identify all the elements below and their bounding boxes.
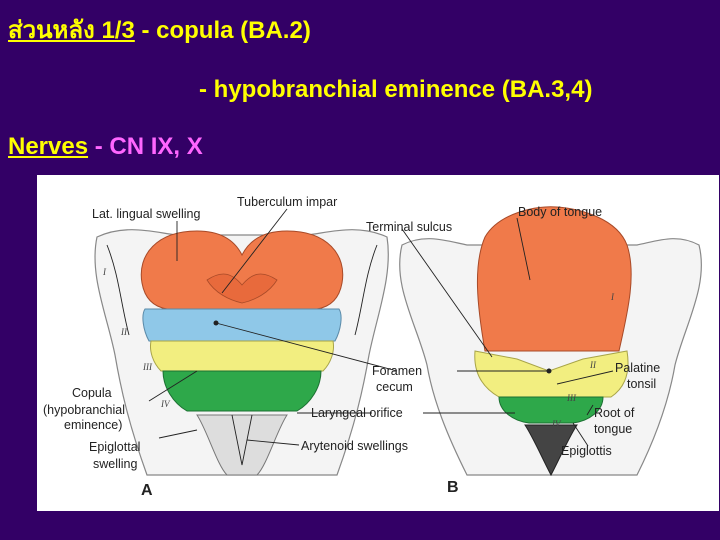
roman-3-a: III (142, 362, 153, 372)
label-copula: Copula (72, 386, 112, 400)
laryngeal-orifice-shape (231, 414, 253, 466)
label-lat-lingual-swelling: Lat. lingual swelling (92, 207, 200, 221)
panel-a-drawing (94, 229, 389, 476)
roman-2-a: II (120, 327, 128, 337)
label-eminence: eminence) (64, 418, 122, 432)
label-epiglottal: Epiglottal (89, 440, 140, 454)
line2-dash: - (199, 76, 214, 103)
label-tonsil: tonsil (627, 377, 656, 391)
label-laryngeal-orifice: Laryngeal orifice (311, 406, 403, 420)
label-body-of-tongue: Body of tongue (518, 205, 602, 219)
roman-4-a: IV (160, 399, 171, 409)
roman-4-b: IV (551, 419, 562, 429)
roman-1-a: I (102, 267, 107, 277)
tuberculum-impar-shape (206, 273, 278, 304)
panel-b-drawing (399, 206, 702, 477)
figure-svg: I II III IV I II III IV Lat. lingual swe… (43, 195, 702, 499)
panel-a-label: A (141, 482, 153, 499)
copula-text: copula (BA.2) (156, 17, 311, 44)
line1-dash: - (134, 17, 157, 44)
copula-shape (150, 340, 334, 372)
tongue-development-figure: I II III IV I II III IV Lat. lingual swe… (37, 175, 719, 511)
hypobranchial-text: hypobranchial eminence (BA.3,4) (213, 76, 593, 103)
label-arytenoid-swellings: Arytenoid swellings (301, 439, 408, 453)
root-of-tongue-shape (474, 350, 629, 398)
label-epiglottis: Epiglottis (561, 444, 612, 458)
blue-zone-shape (142, 308, 342, 342)
label-cecum: cecum (376, 380, 413, 394)
label-foramen: Foramen (372, 364, 422, 378)
body-of-tongue-shape (476, 206, 632, 352)
label-tuberculum-impar: Tuberculum impar (237, 195, 337, 209)
panel-a-arch-lines (106, 244, 378, 336)
roman-3-b: III (566, 393, 577, 403)
roman-2-b: II (589, 360, 597, 370)
nerves-text: CN IX, X (109, 133, 203, 160)
label-hypobranchial: (hypobranchial (43, 403, 125, 417)
line3-dash: - (88, 133, 110, 160)
panel-b-label: B (447, 479, 459, 496)
hypobranchial-shape (162, 370, 322, 412)
title-line-2: - hypobranchial eminence (BA.3,4) (199, 76, 592, 104)
label-palatine: Palatine (615, 361, 660, 375)
title-line-1: ส่วนหลัง 1/3 - copula (BA.2) (8, 17, 311, 45)
roman-1-b: I (610, 292, 615, 302)
label-root-of: Root of (594, 406, 635, 420)
thai-label: ส่วนหลัง 1/3 (8, 17, 135, 44)
nerves-label: Nerves (8, 133, 89, 160)
nerves-line: Nerves - CN IX, X (8, 133, 203, 161)
label-tongue: tongue (594, 422, 632, 436)
laryngeal-opening-b (524, 424, 578, 477)
epiglottis-shape (498, 396, 604, 424)
label-swelling: swelling (93, 457, 138, 471)
leader-lines (148, 208, 614, 447)
arytenoid-shape (196, 414, 288, 476)
label-terminal-sulcus: Terminal sulcus (366, 220, 452, 234)
